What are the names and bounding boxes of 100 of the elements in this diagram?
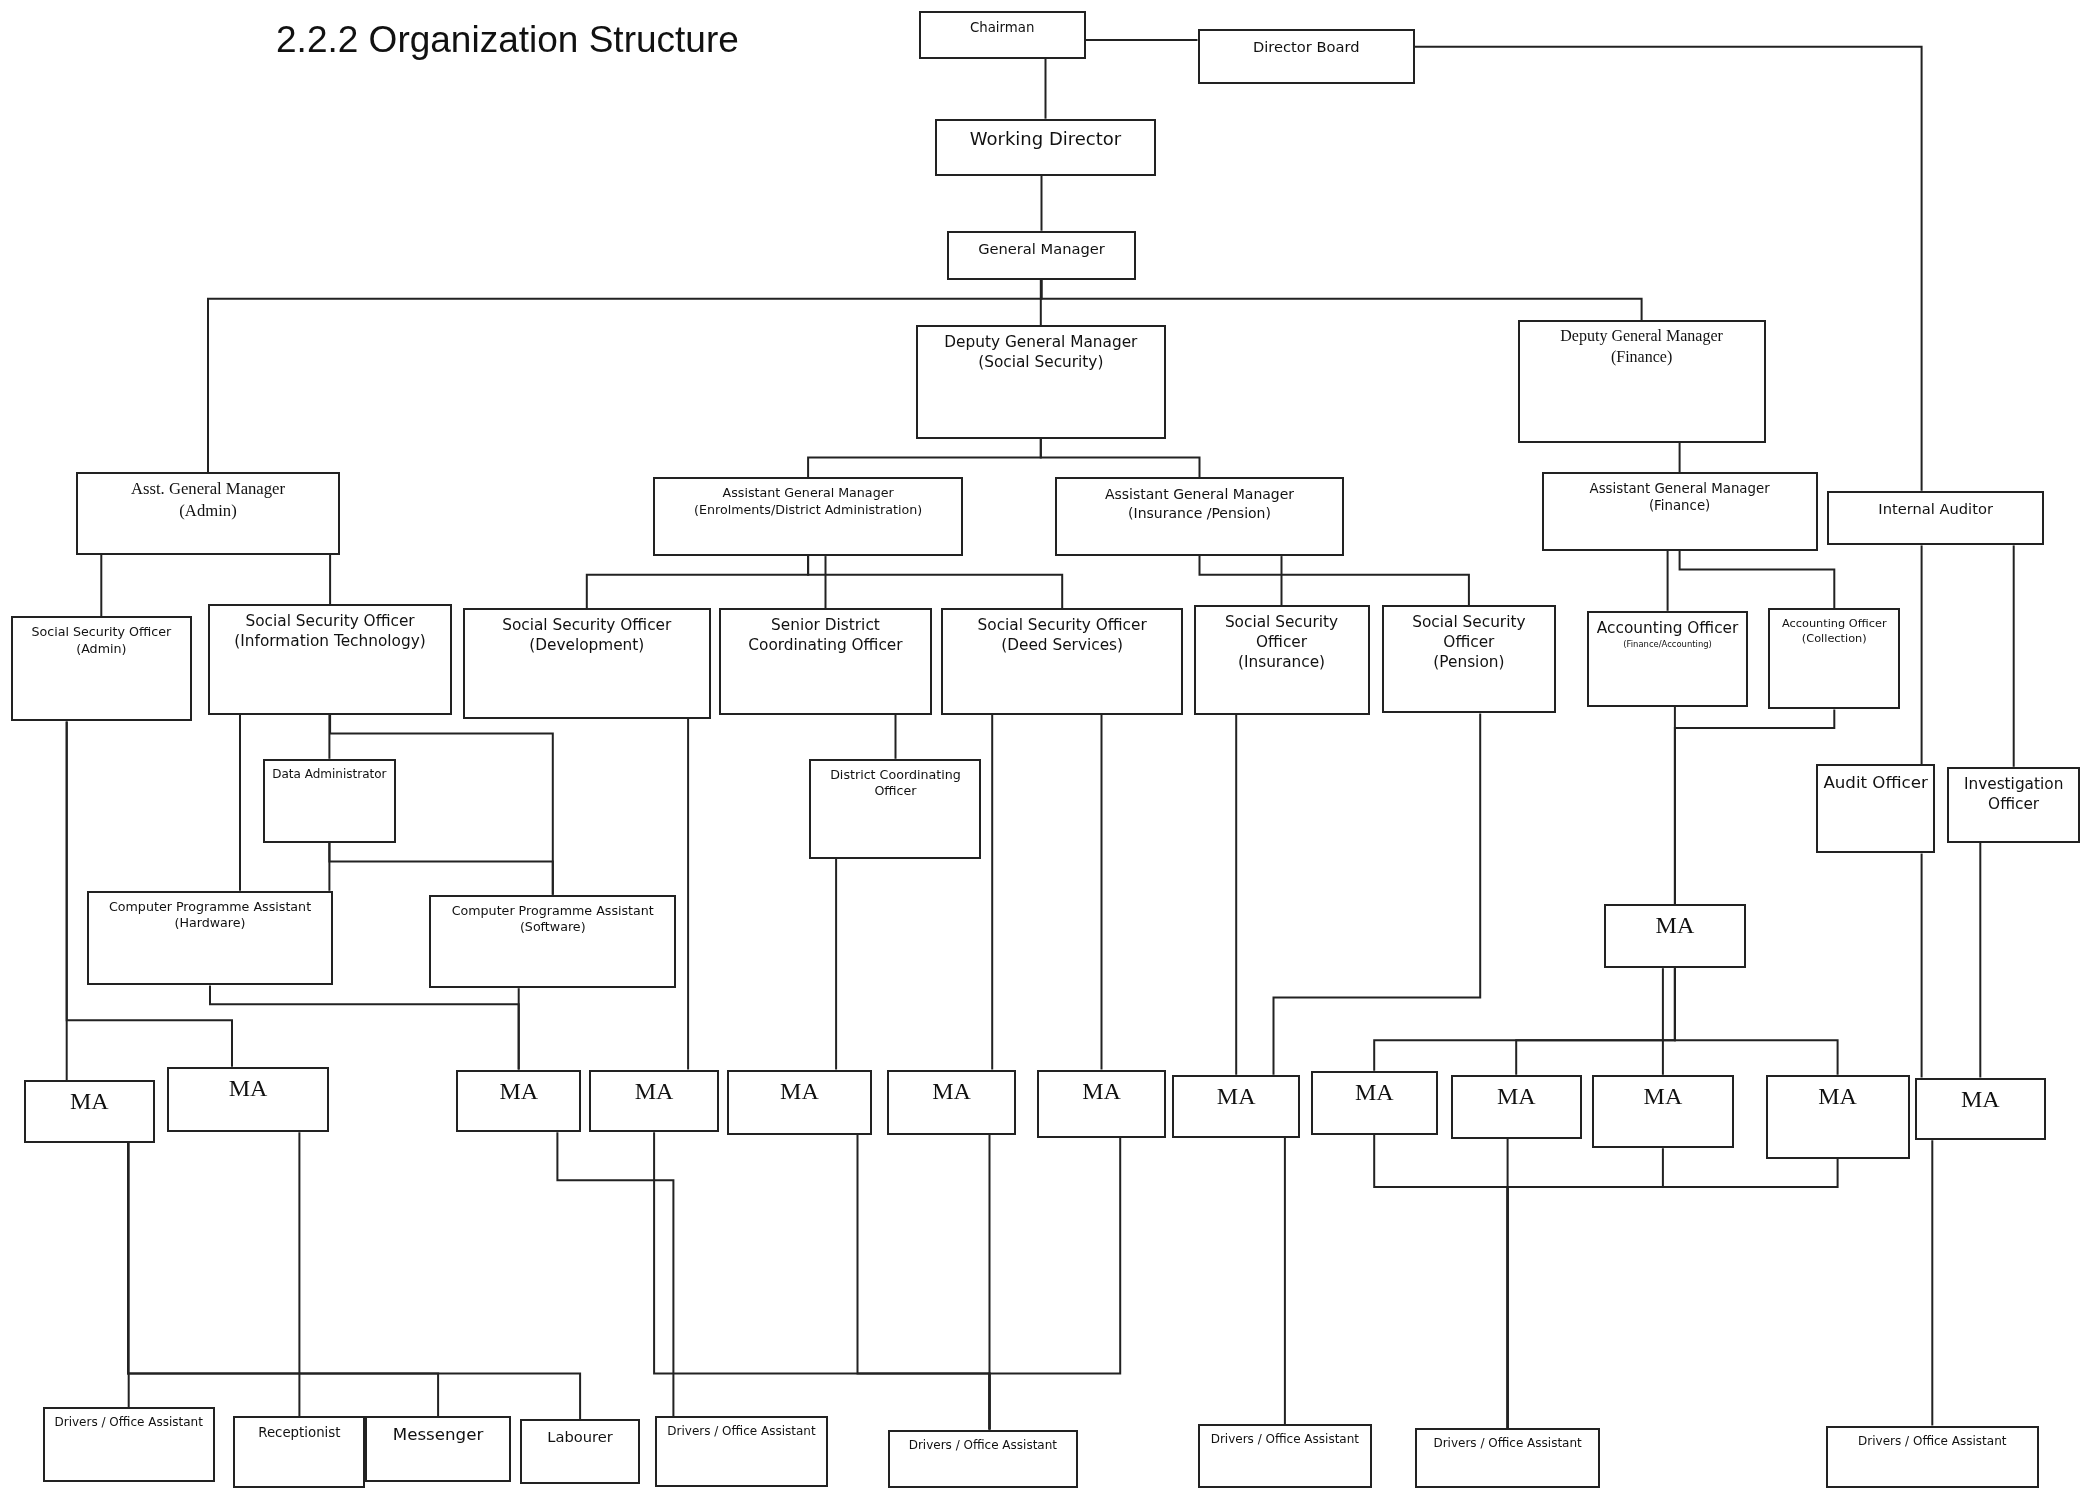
position-title: Drivers / Office Assistant [1433, 1436, 1582, 1452]
position-box [1765, 1074, 1910, 1159]
position-title: MA [1354, 1077, 1394, 1107]
position-title: Social Security Officer [977, 616, 1147, 636]
position-box [934, 118, 1157, 176]
position-title: MA [1655, 911, 1695, 941]
position-box [1541, 472, 1818, 551]
position-title: Social Security Officer [1223, 613, 1340, 654]
position-detail: (Enrolments/District Administration) [694, 501, 923, 519]
position-detail: (Development) [529, 636, 645, 656]
position-title: Accounting Officer [1782, 616, 1887, 631]
position-box [1825, 1425, 2039, 1489]
connector-line [824, 555, 827, 610]
position-title: Assistant General Manager [1104, 485, 1295, 504]
position-box [1054, 477, 1345, 557]
position-detail: (Social Security) [978, 353, 1104, 374]
position-box [941, 608, 1183, 715]
position-box [1197, 1424, 1373, 1489]
position-box [1172, 1074, 1301, 1138]
position-title: MA [1496, 1081, 1536, 1111]
connector-line [517, 987, 520, 1071]
connector-line [329, 553, 332, 606]
connector-line [988, 1136, 1122, 1431]
position-title: Accounting Officer [1596, 618, 1739, 639]
position-box [42, 1406, 215, 1482]
position-box [1414, 1428, 1601, 1489]
position-title: Investigation Officer [1962, 774, 2065, 815]
connector-line [1198, 555, 1470, 607]
position-box [1381, 605, 1557, 714]
connector-line [239, 713, 241, 892]
position-box [24, 1080, 155, 1143]
connector-line [1235, 713, 1238, 1076]
connector-line [1673, 708, 1836, 906]
connector-line [65, 720, 233, 1068]
connector-line [1272, 712, 1482, 1076]
connector-line [1040, 175, 1043, 232]
position-box [429, 894, 677, 989]
connector-line [1039, 279, 1042, 327]
position-title: MA [634, 1076, 674, 1106]
position-box [462, 608, 711, 719]
position-box [886, 1069, 1017, 1135]
position-title: Chairman [969, 18, 1035, 36]
position-box [654, 1416, 829, 1487]
connector-line [1039, 437, 1201, 479]
connector-line [835, 857, 838, 1071]
connector-line [1678, 441, 1681, 474]
position-title: Asst. General Manager [131, 478, 285, 500]
connector-line [1040, 279, 1643, 322]
connector-line [127, 1141, 130, 1408]
position-detail: (Finance/Accounting) [1623, 638, 1712, 650]
position-detail: (Pension) [1433, 653, 1505, 674]
position-title: MA [499, 1076, 539, 1106]
position-box [208, 604, 453, 715]
position-box [1586, 610, 1749, 707]
position-box [1450, 1074, 1582, 1139]
position-box [718, 608, 933, 715]
position-box [86, 890, 334, 986]
position-title: Labourer [547, 1426, 613, 1446]
connector-line [328, 841, 554, 896]
position-title: Social Security Officer [245, 612, 415, 632]
position-box [1816, 764, 1935, 854]
position-title: Working Director [969, 126, 1122, 151]
position-box [589, 1069, 719, 1133]
connector-line [1506, 1157, 1839, 1430]
connector-line [894, 713, 897, 760]
position-box [946, 230, 1137, 281]
position-title: Drivers / Office Assistant [908, 1437, 1057, 1454]
position-title: MA [780, 1076, 819, 1106]
position-detail: (Information Technology) [234, 632, 426, 652]
position-box [1193, 605, 1370, 715]
connector-line [1920, 544, 1923, 766]
position-box [365, 1416, 511, 1482]
position-box [520, 1418, 641, 1485]
position-title: Drivers / Office Assistant [1858, 1433, 2007, 1450]
position-title: Senior District Coordinating Officer [747, 616, 904, 656]
connector-line [298, 1131, 301, 1418]
position-box [888, 1429, 1078, 1489]
position-box [653, 477, 963, 557]
position-title: Internal Auditor [1878, 498, 1993, 518]
position-title: Computer Programme Assistant [108, 898, 312, 916]
connector-line [991, 713, 994, 1071]
position-title: Receptionist [258, 1424, 341, 1442]
connector-line [2012, 544, 2015, 768]
position-detail: (Insurance /Pension) [1128, 503, 1271, 522]
position-title: MA [1643, 1081, 1683, 1111]
connector-line [1673, 967, 1839, 1076]
position-box [918, 10, 1086, 59]
position-box [726, 1069, 873, 1135]
position-title: Messenger [392, 1424, 484, 1446]
position-title: General Manager [978, 238, 1105, 258]
connector-line [1084, 39, 1199, 41]
position-box [10, 616, 192, 722]
position-detail: (Finance) [1648, 497, 1711, 515]
position-box [809, 758, 982, 859]
connector-line [807, 555, 1064, 610]
position-title: Drivers / Office Assistant [1210, 1432, 1360, 1448]
chart-title: 2.2.2 Organization Structure [276, 18, 739, 61]
position-title: Drivers / Office Assistant [667, 1424, 816, 1440]
position-title: MA [1082, 1076, 1121, 1106]
position-box [233, 1416, 366, 1489]
